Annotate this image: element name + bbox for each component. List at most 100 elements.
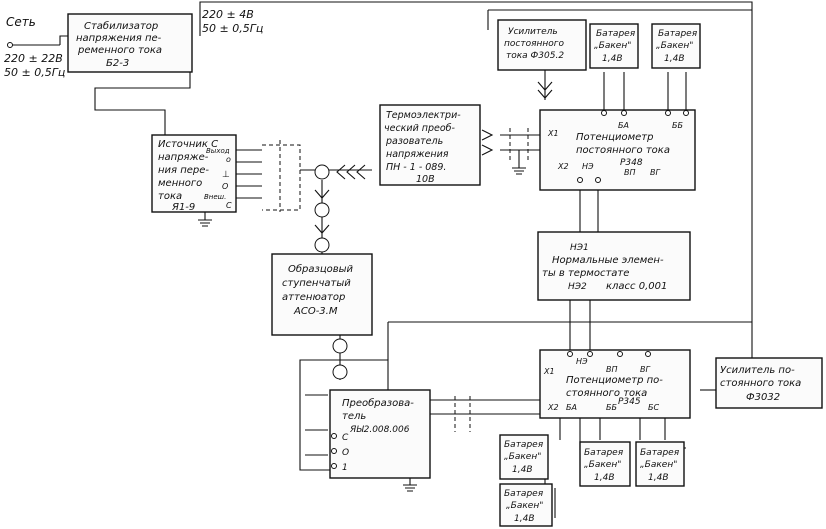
ac-source-terminal-ground: ⊥ bbox=[222, 170, 230, 180]
p348-terminal-vp: ВП bbox=[624, 168, 636, 177]
dc-amplifier-top-line-1: Усилитель bbox=[508, 27, 558, 37]
p345-terminal-bb: ББ bbox=[606, 403, 617, 412]
normal-elements-bottom-label: НЭ2 bbox=[568, 282, 587, 292]
dc-amplifier-top-line-3: тока Ф305.2 bbox=[506, 51, 564, 61]
ac-source-terminal-c: С bbox=[226, 201, 232, 210]
p345-line-2: стоянного тока bbox=[566, 388, 647, 399]
converter-terminal-1: 1 bbox=[342, 463, 348, 473]
p348-terminal-x1: X1 bbox=[547, 129, 559, 138]
stabilizer-block: Стабилизатор напряжения пе- ременного то… bbox=[67, 13, 193, 73]
battery-bottom-2-type: „Бакен" bbox=[584, 460, 621, 470]
battery-top-1-type: „Бакен" bbox=[594, 41, 631, 51]
stabilizer-line-2: напряжения пе- bbox=[76, 33, 162, 44]
p345-terminal-dot-2 bbox=[587, 351, 593, 357]
attenuator-line-2: ступенчатый bbox=[282, 278, 351, 289]
p345-terminal-vp: ВП bbox=[606, 365, 618, 374]
dc-amplifier-right-block: Усилитель по- стоянного тока Ф3032 bbox=[715, 357, 823, 409]
thermo-converter-line-3: разователь bbox=[385, 136, 443, 147]
p348-line-1: Потенциометр bbox=[576, 132, 653, 143]
stabilizer-output-frequency: 50 ± 0,5Гц bbox=[202, 22, 263, 35]
p345-terminal-x1: X1 bbox=[543, 367, 555, 376]
battery-bottom-3: Батарея „Бакен" 1,4В bbox=[635, 441, 685, 487]
converter-terminal-c: С bbox=[342, 433, 349, 443]
battery-bottom-3-type: „Бакен" bbox=[640, 460, 677, 470]
battery-top-2: Батарея „Бакен" 1,4В bbox=[651, 23, 701, 69]
p345-terminal-bs: БС bbox=[648, 403, 659, 412]
battery-bottom-2-name: Батарея bbox=[584, 448, 624, 458]
ac-source-block: Источник С напряже- ния пере- менного то… bbox=[151, 134, 237, 213]
thermo-converter-line-4: напряжения bbox=[386, 149, 449, 160]
converter-dot-o bbox=[331, 448, 337, 454]
normal-elements-top-label: НЭ1 bbox=[570, 243, 589, 253]
converter-model: ЯЫ2.008.006 bbox=[349, 425, 410, 435]
thermo-converter-line-1: Термоэлектри- bbox=[386, 110, 461, 121]
battery-bottom-4: Батарея „Бакен" 1,4В bbox=[499, 483, 553, 527]
converter-terminal-o: О bbox=[342, 448, 349, 458]
battery-bottom-3-name: Батарея bbox=[640, 448, 680, 458]
attenuator-block: Образцовый ступенчатый аттенюатор АСО-3.… bbox=[271, 253, 373, 336]
potentiometer-p345-block: X1 Потенциометр по- стоянного тока Р345 … bbox=[539, 349, 691, 419]
ac-source-model: Я1-9 bbox=[171, 202, 195, 213]
p348-terminal-dot-3 bbox=[665, 110, 671, 116]
battery-bottom-3-voltage: 1,4В bbox=[648, 473, 669, 483]
p348-terminal-dot-6 bbox=[595, 177, 601, 183]
p348-terminal-x2: X2 bbox=[557, 162, 569, 171]
stabilizer-output-voltage: 220 ± 4В bbox=[202, 8, 254, 21]
p345-terminal-ne: НЭ bbox=[576, 357, 588, 366]
attenuator-model: АСО-3.М bbox=[293, 306, 338, 317]
p348-terminal-ne: НЭ bbox=[582, 162, 594, 171]
p345-model: Р345 bbox=[618, 397, 641, 407]
converter-dot-1 bbox=[331, 463, 337, 469]
p345-terminal-dot-4 bbox=[645, 351, 651, 357]
p348-terminal-dot-4 bbox=[683, 110, 689, 116]
thermo-converter-block: Термоэлектри- ческий преоб- разователь н… bbox=[379, 104, 481, 186]
p348-terminal-dot-5 bbox=[577, 177, 583, 183]
p345-terminal-dot-3 bbox=[617, 351, 623, 357]
ac-source-line-2: напряже- bbox=[158, 152, 209, 163]
converter-line-1: Преобразова- bbox=[342, 397, 414, 409]
battery-top-2-name: Батарея bbox=[658, 29, 698, 39]
p348-line-2: постоянного тока bbox=[576, 145, 670, 156]
battery-top-1-name: Батарея bbox=[596, 29, 636, 39]
ac-source-line-1: Источник С bbox=[158, 139, 218, 150]
mains-frequency: 50 ± 0,5Гц bbox=[4, 66, 65, 79]
dc-amplifier-top-block: Усилитель постоянного тока Ф305.2 bbox=[497, 19, 587, 71]
stabilizer-line-1: Стабилизатор bbox=[84, 20, 158, 32]
mains-voltage: 220 ± 22В bbox=[4, 52, 63, 65]
attenuator-line-3: аттенюатор bbox=[282, 292, 345, 303]
p345-terminal-x2: X2 bbox=[547, 403, 559, 412]
ac-source-terminal-output: Выход bbox=[206, 147, 230, 155]
dc-amplifier-right-line-2: стоянного тока bbox=[720, 378, 801, 389]
battery-bottom-4-type: „Бакен" bbox=[506, 501, 543, 511]
battery-top-1: Батарея „Бакен" 1,4В bbox=[589, 23, 639, 69]
battery-bottom-4-voltage: 1,4В bbox=[514, 514, 535, 524]
ac-source-terminal-o: о bbox=[226, 155, 231, 164]
ac-source-line-3: ния пере- bbox=[158, 165, 209, 176]
battery-top-1-voltage: 1,4В bbox=[602, 54, 623, 64]
normal-elements-block: НЭ1 Нормальные элемен- ты в термостате Н… bbox=[537, 231, 691, 301]
battery-bottom-1-name: Батарея bbox=[504, 440, 544, 450]
thermo-converter-line-2: ческий преоб- bbox=[384, 123, 456, 134]
ac-source-terminal-big-o: О bbox=[222, 182, 228, 191]
p348-model: Р348 bbox=[620, 158, 643, 168]
battery-bottom-2-voltage: 1,4В bbox=[594, 473, 615, 483]
battery-bottom-1: Батарея „Бакен" 1,4В bbox=[499, 434, 549, 480]
p348-terminal-ba: БА bbox=[618, 121, 629, 130]
ac-source-line-5: тока bbox=[158, 191, 182, 202]
p345-line-1: Потенциометр по- bbox=[566, 375, 663, 386]
p348-terminal-bb: ББ bbox=[672, 121, 683, 130]
converter-block: Преобразова- тель ЯЫ2.008.006 С О 1 bbox=[329, 389, 431, 479]
battery-bottom-1-type: „Бакен" bbox=[504, 452, 541, 462]
p348-terminal-dot-2 bbox=[621, 110, 627, 116]
normal-elements-class: класс 0,001 bbox=[606, 281, 667, 292]
converter-dot-c bbox=[331, 433, 337, 439]
dc-amplifier-right-model: Ф3032 bbox=[746, 392, 780, 403]
p345-terminal-ba: БА bbox=[566, 403, 577, 412]
normal-elements-line-1: Нормальные элемен- bbox=[552, 255, 664, 266]
stabilizer-model: Б2-3 bbox=[106, 58, 129, 69]
battery-bottom-4-name: Батарея bbox=[504, 489, 544, 499]
stabilizer-line-3: ременного тока bbox=[77, 45, 162, 56]
p348-terminal-vg: ВГ bbox=[650, 168, 660, 177]
mains-label: Сеть bbox=[6, 15, 36, 29]
